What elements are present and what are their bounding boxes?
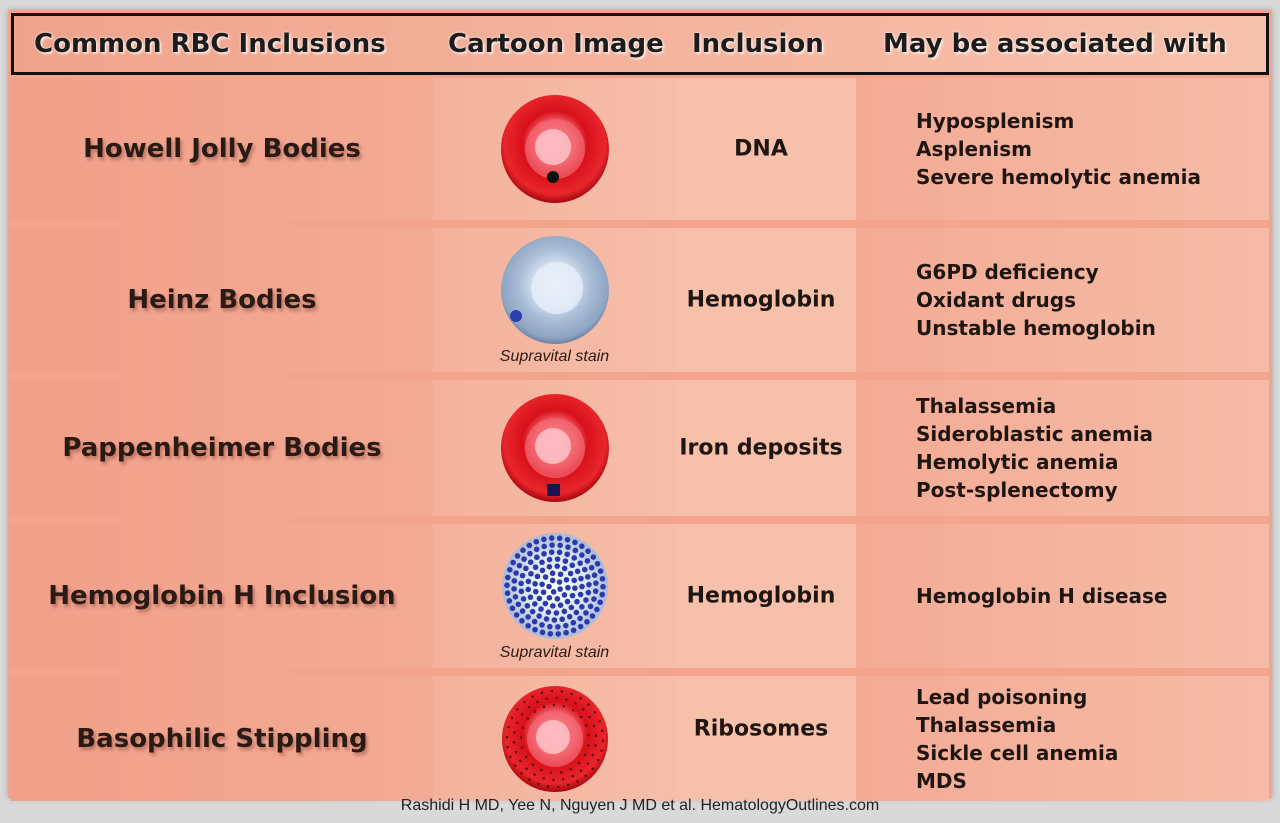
association-item: Post-splenectomy bbox=[916, 478, 1118, 502]
inclusion-type: Hemoglobin bbox=[686, 583, 836, 609]
inclusion-name: Howell Jolly Bodies bbox=[83, 134, 361, 164]
blue-cell-dot-icon bbox=[433, 228, 676, 372]
table-header: Common RBC Inclusions Cartoon Image Incl… bbox=[11, 13, 1269, 75]
stain-note: Supravital stain bbox=[499, 644, 610, 661]
inclusion-type: DNA bbox=[734, 136, 788, 162]
header-common-rbc-inclusions: Common RBC Inclusions bbox=[34, 29, 386, 59]
blue-stippled-cell-icon bbox=[433, 524, 676, 668]
red-stippled-cell-icon bbox=[433, 676, 676, 801]
association-item: Thalassemia bbox=[916, 394, 1057, 418]
table-body: Howell Jolly Bodies bbox=[11, 78, 1269, 801]
red-cell-dot-icon bbox=[433, 78, 676, 220]
inclusion-name: Pappenheimer Bodies bbox=[62, 433, 382, 463]
header-associated-with: May be associated with bbox=[883, 29, 1227, 59]
header-cartoon-image: Cartoon Image bbox=[448, 29, 664, 59]
basophilic-dots bbox=[505, 689, 604, 788]
inclusion-type: Iron deposits bbox=[679, 435, 843, 461]
inclusion-name: Basophilic Stippling bbox=[76, 723, 368, 754]
table-row: Heinz Bodies bbox=[11, 228, 1269, 372]
association-item: Hemolytic anemia bbox=[916, 450, 1119, 474]
associations-list: Thalassemia Sideroblastic anemia Hemolyt… bbox=[916, 392, 1153, 504]
table-row: Pappenheimer Bodies bbox=[11, 380, 1269, 516]
association-item: Thalassemia bbox=[916, 712, 1057, 737]
inclusion-type: Hemoglobin bbox=[686, 287, 836, 313]
stain-note: Supravital stain bbox=[499, 348, 610, 365]
inclusion-type: Ribosomes bbox=[693, 716, 829, 741]
table-row: Howell Jolly Bodies bbox=[11, 78, 1269, 220]
association-item: G6PD deficiency bbox=[916, 260, 1099, 284]
inclusion-name: Heinz Bodies bbox=[127, 285, 317, 315]
hemoglobin-h-dots bbox=[503, 535, 606, 637]
header-inclusion: Inclusion bbox=[692, 29, 824, 59]
association-item: MDS bbox=[916, 768, 967, 793]
table-row: Hemoglobin H Inclusion bbox=[11, 524, 1269, 668]
association-item: Lead poisoning bbox=[916, 684, 1088, 709]
source-credit: Rashidi H MD, Yee N, Nguyen J MD et al. … bbox=[400, 797, 880, 814]
red-cell-square-icon bbox=[433, 380, 676, 516]
inclusions-table: Common RBC Inclusions Cartoon Image Incl… bbox=[8, 10, 1272, 801]
associations-list: Hemoglobin H disease bbox=[916, 582, 1167, 610]
association-item: Severe hemolytic anemia bbox=[916, 165, 1201, 189]
association-item: Hyposplenism bbox=[916, 109, 1075, 133]
association-item: Hemoglobin H disease bbox=[916, 584, 1168, 608]
association-item: Unstable hemoglobin bbox=[916, 316, 1156, 340]
association-item: Oxidant drugs bbox=[916, 288, 1076, 312]
associations-list: Hyposplenism Asplenism Severe hemolytic … bbox=[916, 107, 1201, 191]
associations-list: G6PD deficiency Oxidant drugs Unstable h… bbox=[916, 258, 1156, 342]
inclusion-name: Hemoglobin H Inclusion bbox=[48, 581, 396, 611]
associations-list: Lead poisoning Thalassemia Sickle cell a… bbox=[916, 683, 1118, 795]
association-item: Asplenism bbox=[916, 137, 1032, 161]
association-item: Sideroblastic anemia bbox=[916, 422, 1154, 446]
table-row: Basophilic Stippling bbox=[11, 676, 1269, 801]
association-item: Sickle cell anemia bbox=[916, 740, 1119, 765]
